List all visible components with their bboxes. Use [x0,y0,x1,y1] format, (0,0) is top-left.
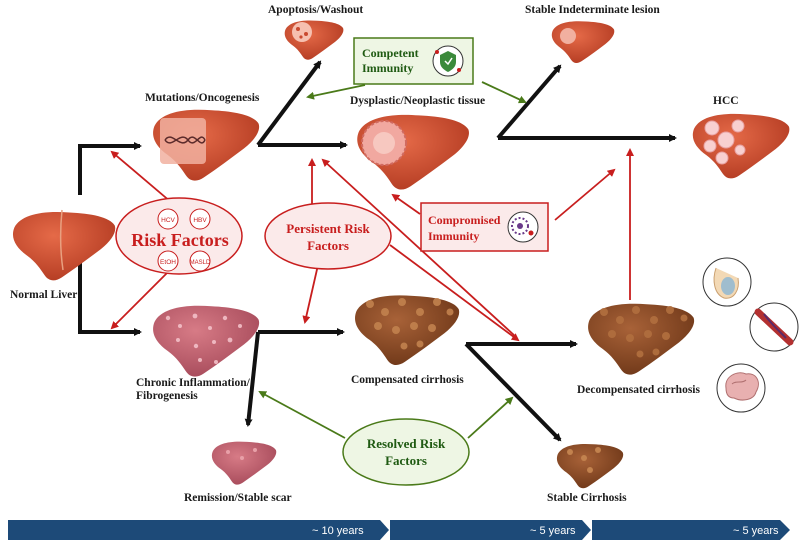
arrow-mutations-to-apoptosis [256,60,322,147]
svg-text:HBV: HBV [193,217,207,224]
resolved-risk-ellipse [342,418,470,486]
virus-cells-icon [507,211,539,243]
risk-item-etoh: EtOH [157,250,179,272]
mutations-liver-image [153,109,260,181]
label-chronic-inflammation-2: Fibrogenesis [136,390,198,402]
hcc-liver-image [692,113,790,179]
timeline-bar: ~ 10 years ~ 5 years ~ 5 years [8,520,790,540]
indeterminate-liver-image [551,21,615,63]
label-stable-cirrhosis: Stable Cirrhosis [547,492,627,504]
label-dysplastic: Dysplastic/Neoplastic tissue [350,95,485,107]
compensated-liver-image [355,295,460,365]
resolved-risk-line2: Factors [385,453,427,468]
remission-liver-image [211,441,277,485]
apoptosis-liver-image [284,20,344,60]
shield-immune-icon [432,45,464,77]
arrow-resolved-to-stable [467,396,514,439]
arrow-compromised-to-dysplastic [391,193,421,215]
arrow-inflammation-to-remission [244,331,260,427]
risk-factors-title: Risk Factors [131,230,229,250]
stable-cirrhosis-liver-image [556,443,624,489]
arrow-competent-to-apoptosis [306,84,366,100]
arrow-competent-to-indeterminate [481,81,527,104]
svg-text:HCV: HCV [161,217,175,224]
arrow-persistent-to-compensated [302,264,319,324]
inflammation-liver-image [153,305,260,377]
label-mutations: Mutations/Oncogenesis [145,92,260,104]
varices-icon [749,302,799,352]
green-arrows [258,81,527,439]
arrow-persistent-to-decompensated [389,244,520,342]
compromised-immunity-line1: Compromised [428,213,501,227]
arrow-normal-to-inflammation [78,262,142,336]
persistent-risk-line1: Persistent Risk [286,221,370,236]
resolved-risk-line1: Resolved Risk [367,436,446,451]
timeline-segment-3 [592,520,790,540]
brain-encephalopathy-icon [716,363,766,413]
label-stable-indeterminate: Stable Indeterminate lesion [525,4,660,16]
label-apoptosis: Apoptosis/Washout [268,4,363,16]
risk-factors-group: Risk Factors HCV HBV EtOH MASLD [115,197,243,275]
label-compensated: Compensated cirrhosis [351,374,464,386]
dysplastic-liver-image [357,114,469,190]
competent-immunity-line1: Competent [362,46,419,60]
timeline-label-2: ~ 5 years [530,525,576,537]
timeline-label-1: ~ 10 years [312,525,364,537]
arrow-normal-to-mutations [78,142,142,195]
persistent-risk-line2: Factors [307,238,349,253]
svg-text:EtOH: EtOH [160,259,176,266]
label-chronic-inflammation-1: Chronic Inflammation/ [136,377,251,389]
label-remission: Remission/Stable scar [184,492,292,504]
risk-factors-ellipse [115,197,243,275]
resolved-risk-group: Resolved Risk Factors [342,418,470,486]
persistent-risk-group: Persistent Risk Factors [264,202,392,270]
timeline-label-3: ~ 5 years [733,525,779,537]
arrow-compensated-to-stable [464,342,562,442]
competent-immunity-box: Competent Immunity [353,37,474,85]
label-normal-liver: Normal Liver [10,289,77,301]
risk-item-masld: MASLD [189,250,211,272]
compromised-immunity-line2: Immunity [428,229,479,243]
persistent-risk-ellipse [264,202,392,270]
decompensated-liver-image [588,303,695,375]
svg-text:MASLD: MASLD [190,260,211,266]
timeline-segment-1 [8,520,389,540]
ascites-icon [702,257,752,307]
risk-item-hbv: HBV [189,208,211,230]
black-arrows [78,60,677,442]
competent-immunity-line2: Immunity [362,61,413,75]
arrow-decompensated-to-dysplastic [321,158,516,337]
risk-item-hcv: HCV [157,208,179,230]
arrow-compromised-to-hcc [554,168,616,221]
normal-liver-image [12,209,116,281]
arrow-resolved-to-remission [258,391,346,439]
label-decompensated: Decompensated cirrhosis [577,384,700,396]
arrow-dysplastic-to-indeterminate [496,64,562,140]
compromised-immunity-box: Compromised Immunity [420,202,549,252]
label-hcc: HCC [713,95,739,107]
timeline-segment-2 [390,520,591,540]
